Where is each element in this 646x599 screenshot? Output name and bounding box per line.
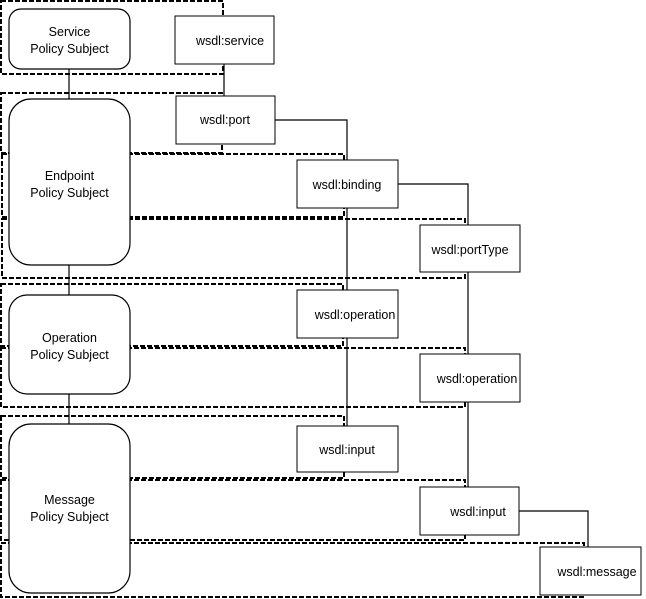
wsdl-message-box: wsdl:message: [539, 546, 642, 596]
service-subject-line2: Policy Subject: [30, 42, 109, 56]
wsdl-message-label: wsdl:message: [556, 565, 636, 579]
endpoint-policy-subject: Endpoint Policy Subject: [8, 98, 131, 266]
service-subject-line1: Service: [49, 25, 91, 39]
wsdl-binding-input-label: wsdl:input: [318, 443, 375, 457]
wsdl-porttype-input-label: wsdl:input: [449, 505, 506, 519]
wsdl-porttype-operation-label: wsdl:operation: [436, 372, 518, 386]
wsdl-binding-operation-box: wsdl:operation: [296, 289, 399, 339]
port-scope: [0, 92, 223, 154]
service-scope: [0, 0, 224, 75]
endpoint-subject-line1: Endpoint: [45, 169, 95, 183]
wsdl-porttype-input-box: wsdl:input: [419, 486, 520, 536]
wsdl-service-label: wsdl:service: [195, 34, 264, 48]
wsdl-port-label: wsdl:port: [199, 113, 251, 127]
message-policy-subject: Message Policy Subject: [8, 423, 131, 594]
wsdl-porttype-box: wsdl:portType: [419, 224, 521, 273]
wsdl-binding-box: wsdl:binding: [296, 159, 399, 209]
wsdl-service-box: wsdl:service: [174, 15, 275, 65]
endpoint-subject-line2: Policy Subject: [30, 186, 109, 200]
connector-binding-porttype: [398, 183, 469, 225]
operation-subject-line2: Policy Subject: [30, 348, 109, 362]
connectors: [68, 64, 589, 547]
message-subject-line1: Message: [44, 493, 95, 507]
wsdl-binding-label: wsdl:binding: [312, 178, 382, 192]
wsdl-binding-operation-label: wsdl:operation: [314, 308, 396, 322]
operation-policy-subject: Operation Policy Subject: [8, 294, 131, 395]
wsdl-binding-input-box: wsdl:input: [296, 425, 399, 473]
connector-port-binding: [275, 119, 348, 160]
service-policy-subject: Service Policy Subject: [8, 8, 131, 70]
wsdl-porttype-operation-box: wsdl:operation: [419, 353, 521, 403]
wsdl-porttype-label: wsdl:portType: [430, 243, 508, 257]
connector-input-message: [519, 510, 589, 547]
operation-subject-line1: Operation: [42, 331, 97, 345]
message-subject-line2: Policy Subject: [30, 510, 109, 524]
wsdl-port-box: wsdl:port: [175, 95, 276, 145]
